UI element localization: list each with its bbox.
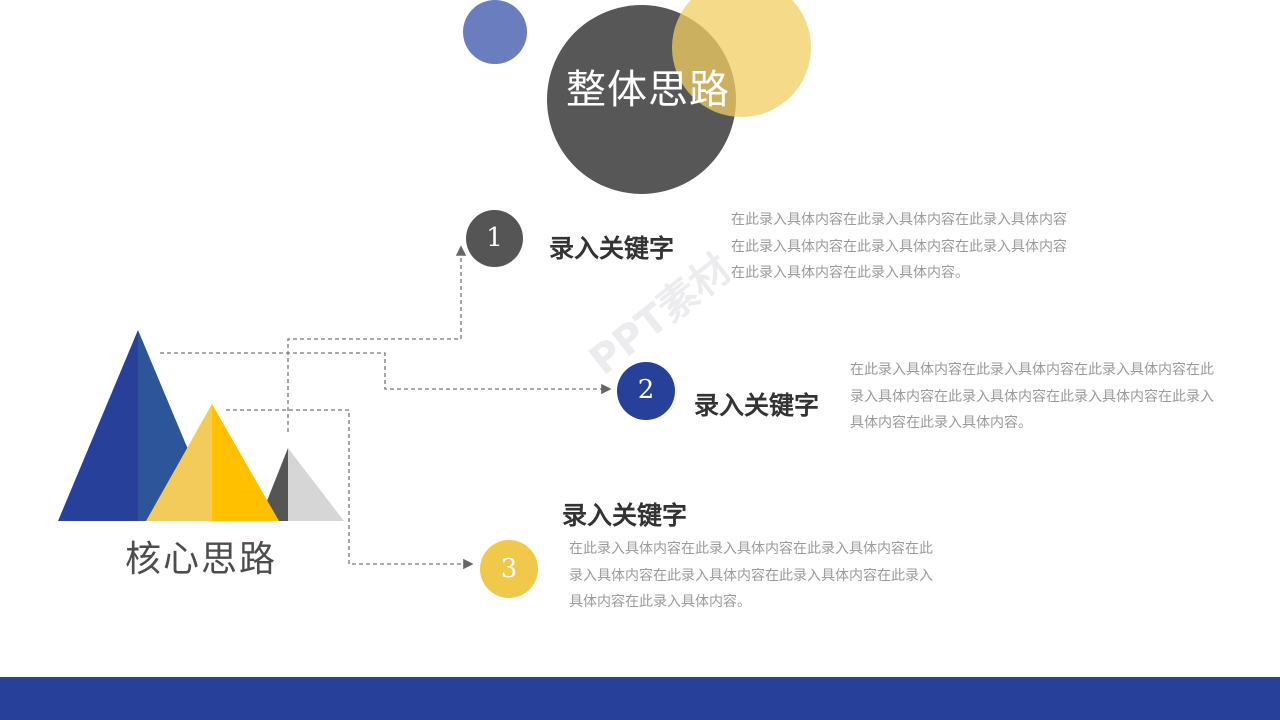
item-description-2: 在此录入具体内容在此录入具体内容在此录入具体内容在此 录入具体内容在此录入具体内… [850, 357, 1240, 437]
connector-to-item-2 [160, 352, 612, 395]
description-line: 在此录入具体内容在此录入具体内容。 [731, 265, 969, 281]
core-label: 核心思路 [125, 539, 278, 580]
mountain-gray-right [288, 448, 344, 521]
item-description-3: 在此录入具体内容在此录入具体内容在此录入具体内容在此 录入具体内容在此录入具体内… [569, 536, 959, 616]
item-description-1: 在此录入具体内容在此录入具体内容在此录入具体内容 在此录入具体内容在此录入具体内… [731, 207, 1091, 287]
item-number-1: 1 [466, 210, 523, 267]
footer-bar [0, 677, 1280, 720]
description-line: 具体内容在此录入具体内容。 [850, 415, 1032, 431]
connector-lines [160, 245, 612, 570]
description-line: 录入具体内容在此录入具体内容在此录入具体内容在此录入 [569, 567, 933, 584]
decorative-circle-yellow [672, 0, 811, 117]
description-line: 在此录入具体内容在此录入具体内容在此录入具体内容在此 [850, 362, 1214, 378]
description-line: 在此录入具体内容在此录入具体内容在此录入具体内容 [731, 212, 1067, 228]
item-number-2: 2 [617, 362, 675, 420]
decorative-circle-blue [463, 0, 527, 64]
item-keyword-2: 录入关键字 [694, 391, 820, 420]
connector-to-item-3 [226, 409, 474, 570]
mountain-blue-left [58, 330, 138, 521]
page-title: 整体思路 [566, 67, 730, 113]
item-keyword-3: 录入关键字 [562, 501, 688, 530]
item-keyword-1: 录入关键字 [549, 234, 675, 263]
description-line: 具体内容在此录入具体内容。 [569, 594, 751, 610]
mountain-yellow-left [146, 404, 212, 521]
connector-to-item-1 [287, 245, 467, 432]
description-line: 在此录入具体内容在此录入具体内容在此录入具体内容 [731, 238, 1067, 255]
mountain-yellow-right [212, 404, 279, 521]
description-line: 在此录入具体内容在此录入具体内容在此录入具体内容在此 [569, 541, 933, 557]
item-number-3: 3 [480, 540, 538, 598]
mountain-icon [58, 330, 344, 521]
description-line: 录入具体内容在此录入具体内容在此录入具体内容在此录入 [850, 388, 1214, 405]
